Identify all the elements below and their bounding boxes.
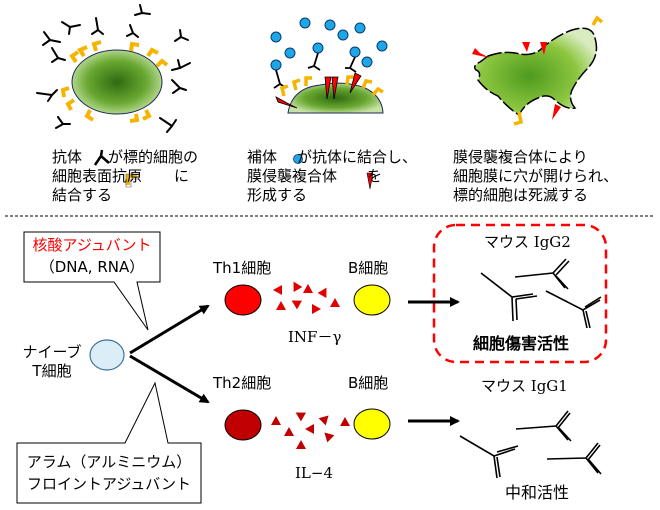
target-cell xyxy=(71,49,163,115)
caption-3-line2: 細胞膜に穴が開けられ、 xyxy=(453,167,619,185)
alum-adjuvant-label: アラム（アルミニウム） フロイントアジュバント xyxy=(17,451,201,495)
target-cell-panel-1 xyxy=(36,4,191,133)
il4-triangle xyxy=(296,440,306,449)
igg2-label: マウス IgG2 xyxy=(484,233,571,251)
naive-t-cell-label: ナイーブ T細胞 xyxy=(20,343,84,381)
arrow-to-th2 xyxy=(129,354,210,404)
alum-adjuvant-callout xyxy=(16,381,202,504)
caption-panel-1: 抗体 が標的細胞の 細胞表面抗原 に 結合する xyxy=(52,148,198,205)
antigen-legend-icon xyxy=(126,174,137,185)
il4-triangle xyxy=(340,417,350,426)
inf-gamma-label: INF－γ xyxy=(288,328,342,346)
igg1-antibodies xyxy=(459,410,602,479)
alum-adjuvant-line2: フロイントアジュバント xyxy=(26,475,192,493)
lysed-cell-panel-3 xyxy=(472,15,604,126)
il4-triangle xyxy=(318,415,329,426)
nucleic-adjuvant-subtitle: （DNA, RNA） xyxy=(39,258,145,276)
nucleic-adjuvant-title: 核酸アジュバント xyxy=(32,236,152,254)
igg1-label: マウス IgG1 xyxy=(481,377,568,395)
il4-label: IL−4 xyxy=(295,464,333,482)
caption-1-line3: 結合する xyxy=(52,186,113,204)
caption-1-line1b: が標的細胞の xyxy=(108,148,199,166)
b-cell-th1 xyxy=(353,284,391,316)
caption-1-line1a: 抗体 xyxy=(52,148,83,166)
membrane-attack-complexes-panel-3 xyxy=(472,42,561,120)
caption-2-line2b: を xyxy=(367,167,383,185)
inf-gamma-triangle xyxy=(330,298,340,307)
caption-panel-3: 膜侵襲複合体により 細胞膜に穴が開けられ、 標的細胞は死滅する xyxy=(453,148,618,205)
cytotoxic-highlight-box xyxy=(432,223,608,364)
membrane-attack-complexes xyxy=(275,72,362,109)
il4-cytokines xyxy=(271,412,350,449)
antibodies xyxy=(36,4,191,133)
b-cell-th2 xyxy=(353,408,391,440)
antibody-legend-icon xyxy=(93,149,110,166)
complement-legend-icon xyxy=(293,154,303,164)
target-cell-panel-2 xyxy=(270,17,388,114)
inf-gamma-triangle xyxy=(317,287,327,298)
inf-gamma-cytokines xyxy=(273,281,340,314)
caption-1-line2b: に xyxy=(174,167,190,185)
il4-triangle xyxy=(271,416,281,425)
caption-2-line2a: 膜侵襲複合体 xyxy=(247,167,338,185)
antigens-panel-3 xyxy=(513,15,604,126)
inf-gamma-triangle xyxy=(273,285,282,295)
alum-adjuvant-line1: アラム（アルミニウム） xyxy=(26,453,192,471)
nucleic-adjuvant-label: 核酸アジュバント （DNA, RNA） xyxy=(24,234,160,278)
caption-2-line1b: が抗体に結合し、 xyxy=(297,148,418,166)
th1-label: Th1細胞 xyxy=(213,259,272,277)
inf-gamma-triangle xyxy=(291,300,302,310)
il4-triangle xyxy=(324,432,335,443)
mac-legend-icon xyxy=(366,172,374,190)
antigens-panel-2 xyxy=(279,75,384,97)
b-cell-th1-label: B細胞 xyxy=(348,259,389,277)
neutralizing-activity-label: 中和活性 xyxy=(505,483,570,502)
caption-1-line2a: 細胞表面抗原 xyxy=(52,167,143,185)
surface-antigens xyxy=(60,40,169,123)
nucleic-adjuvant-callout xyxy=(23,231,161,331)
b-cell-th2-label: B細胞 xyxy=(348,374,389,392)
caption-3-line1: 膜侵襲複合体により xyxy=(453,148,588,166)
lysed-target-cell xyxy=(473,27,598,117)
naive-t-cell xyxy=(89,339,125,371)
complement-antibody-links xyxy=(273,52,357,89)
cytotoxic-activity-label: 細胞傷害活性 xyxy=(473,334,570,353)
igg2-antibodies xyxy=(480,258,602,329)
th2-label: Th2細胞 xyxy=(213,374,272,392)
naive-t-line1: ナイーブ xyxy=(22,343,82,361)
arrow-to-th1 xyxy=(129,304,210,355)
naive-t-line2: T細胞 xyxy=(32,362,72,380)
caption-2-line1a: 補体 xyxy=(247,148,278,166)
inf-gamma-triangle xyxy=(312,304,321,314)
caption-2-line3: 形成する xyxy=(247,186,308,204)
inf-gamma-triangle xyxy=(293,281,303,292)
caption-3-line3: 標的細胞は死滅する xyxy=(453,186,589,204)
il4-triangle xyxy=(305,424,314,434)
il4-triangle xyxy=(295,412,306,422)
caption-panel-2: 補体 が抗体に結合し、 膜侵襲複合体 を 形成する xyxy=(247,148,417,205)
inf-gamma-triangle xyxy=(276,301,286,310)
th1-cell xyxy=(224,284,262,316)
il4-triangle xyxy=(284,427,294,436)
antigen-legend-outline xyxy=(125,173,140,188)
complement-proteins xyxy=(270,17,388,71)
inf-gamma-triangle xyxy=(303,284,313,293)
th2-cell xyxy=(224,409,262,441)
